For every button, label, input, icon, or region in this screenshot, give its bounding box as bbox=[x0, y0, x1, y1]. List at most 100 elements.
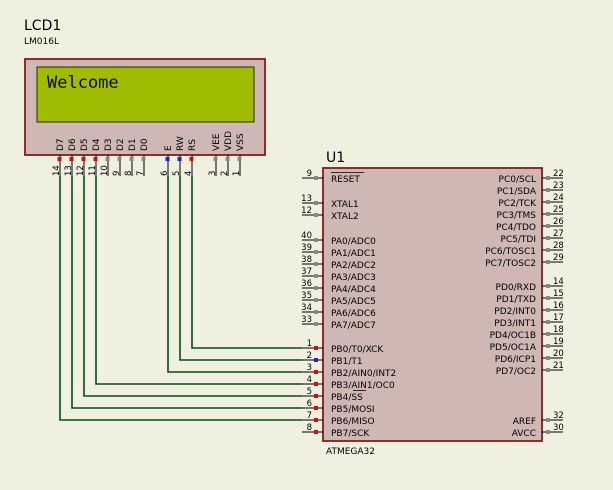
pin-marker-square bbox=[213, 157, 218, 161]
wire-rs-to-pin-1[interactable] bbox=[191, 176, 302, 349]
mcu-pin-number: 33 bbox=[301, 315, 312, 325]
lcd-pin-d2[interactable]: D29 bbox=[112, 138, 126, 176]
mcu-pin-name: PB2/AIN0/INT2 bbox=[331, 369, 396, 379]
mcu-pin-name: PA0/ADC0 bbox=[331, 237, 376, 247]
pin-marker-square bbox=[93, 157, 98, 161]
pin-marker-square bbox=[129, 157, 134, 161]
mcu-pin-number: 19 bbox=[553, 337, 564, 347]
lcd-pin-d0[interactable]: D07 bbox=[136, 138, 150, 176]
mcu-pin-name: PC4/TDO bbox=[496, 223, 536, 233]
wire-d5-to-pin-5[interactable] bbox=[83, 176, 302, 397]
mcu-pin-number: 13 bbox=[301, 194, 312, 204]
wire-d7-to-pin-7[interactable] bbox=[59, 176, 302, 421]
mcu-pin-number: 28 bbox=[553, 241, 564, 251]
mcu-pin-number: 6 bbox=[307, 399, 312, 409]
pin-marker-square bbox=[117, 157, 122, 161]
pin-marker-square bbox=[314, 346, 318, 350]
pin-marker-square bbox=[546, 212, 550, 216]
mcu-pin-number: 21 bbox=[553, 361, 564, 371]
mcu-pin-number: 39 bbox=[301, 243, 312, 253]
mcu-pin-number: 37 bbox=[301, 267, 312, 277]
pin-marker-square bbox=[546, 356, 550, 360]
lcd-pin-number: 14 bbox=[52, 165, 62, 176]
lcd-pin-number: 4 bbox=[184, 171, 194, 176]
mcu-component[interactable]: U1 ATMEGA32 9RESET13XTAL112XTAL240PA0/AD… bbox=[301, 150, 564, 457]
mcu-right-pin-group: 22PC0/SCL23PC1/SDA24PC2/TCK25PC3/TMS26PC… bbox=[485, 169, 564, 439]
pin-marker-square bbox=[314, 213, 318, 217]
mcu-pin-name: PA1/ADC1 bbox=[331, 249, 376, 259]
pin-marker-square bbox=[189, 157, 194, 161]
mcu-pin-name: XTAL1 bbox=[331, 200, 359, 210]
mcu-pin-number: 24 bbox=[553, 193, 564, 203]
lcd-model-label: LM016L bbox=[24, 37, 59, 47]
lcd-pin-e[interactable]: E6 bbox=[160, 145, 174, 176]
pin-marker-square bbox=[314, 430, 318, 434]
mcu-pin-name: PC1/SDA bbox=[497, 187, 537, 197]
wire-rw-to-pin-2[interactable] bbox=[179, 176, 302, 361]
lcd-component[interactable]: LCD1 LM016L Welcome D714D613D512D411D310… bbox=[24, 18, 266, 176]
lcd-pin-name: D2 bbox=[116, 138, 126, 151]
lcd-pin-number: 12 bbox=[76, 165, 86, 176]
lcd-pin-rs[interactable]: RS4 bbox=[184, 139, 198, 176]
mcu-pin-name: PC3/TMS bbox=[497, 211, 537, 221]
lcd-screen bbox=[36, 66, 255, 123]
mcu-pin-name: PB1/T1 bbox=[331, 357, 363, 367]
mcu-pin-number: 32 bbox=[553, 411, 564, 421]
lcd-display-text: Welcome bbox=[47, 73, 119, 93]
mcu-pin-number: 16 bbox=[553, 301, 564, 311]
lcd-pin-d1[interactable]: D18 bbox=[124, 138, 138, 176]
wire-d4-to-pin-4[interactable] bbox=[95, 176, 302, 385]
wire-e-to-pin-3[interactable] bbox=[167, 176, 302, 373]
pin-marker-square bbox=[546, 236, 550, 240]
mcu-pin-number: 36 bbox=[301, 279, 312, 289]
lcd-pin-rw[interactable]: RW5 bbox=[172, 136, 186, 176]
wire-d6-to-pin-6[interactable] bbox=[71, 176, 302, 409]
